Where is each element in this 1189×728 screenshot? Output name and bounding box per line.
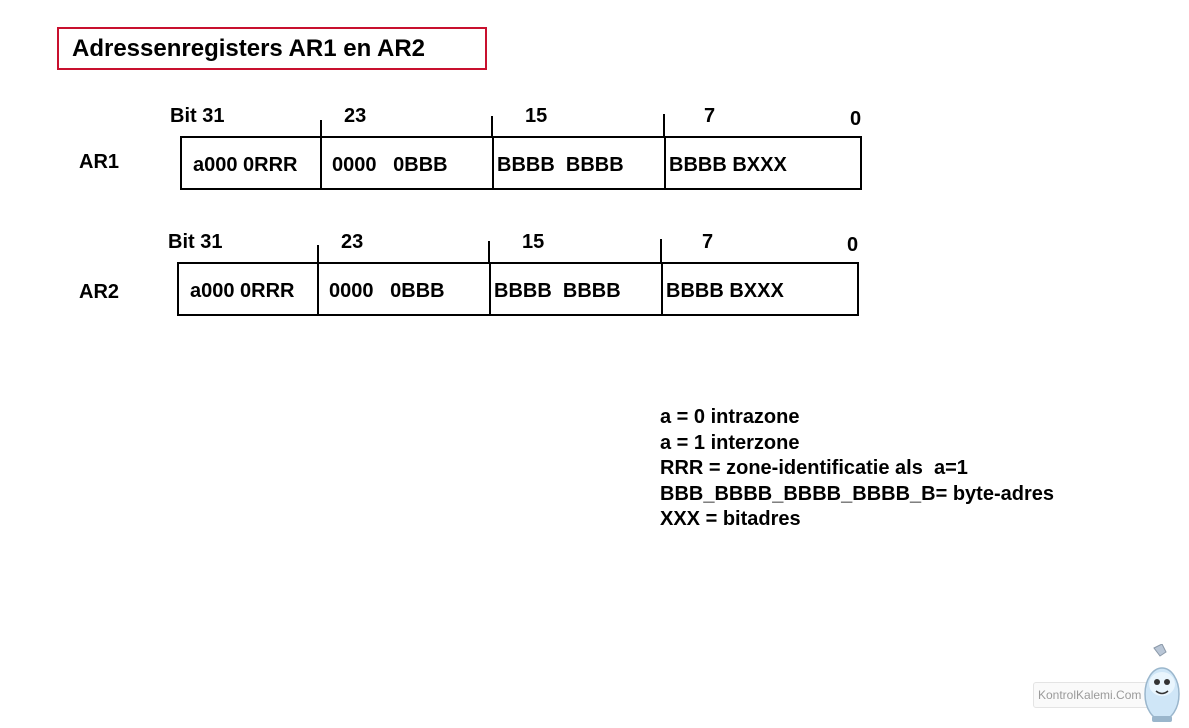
bit-label-15: 15 xyxy=(522,231,545,253)
field-divider xyxy=(317,264,319,314)
bit-label-15: 15 xyxy=(525,105,548,127)
field-divider xyxy=(661,264,663,314)
field-divider xyxy=(492,138,494,188)
bit-tick xyxy=(317,245,319,264)
bit-label-31: Bit 31 xyxy=(168,231,223,253)
legend-item: RRR = zone-identificatie als a=1 xyxy=(660,457,968,479)
bit-tick xyxy=(320,120,322,138)
watermark: KontrolKalemi.Com xyxy=(1033,682,1151,708)
legend-item: a = 1 interzone xyxy=(660,431,800,454)
register-box: a000 0RRR 0000 0BBB BBBB BBBB BBBB BXXX xyxy=(180,136,862,190)
field-byte-3: a000 0RRR xyxy=(190,280,295,302)
field-byte-1: BBBB BBBB xyxy=(494,280,621,302)
register-box: a000 0RRR 0000 0BBB BBBB BBBB BBBB BXXX xyxy=(177,262,859,316)
bit-label-7: 7 xyxy=(702,231,714,253)
legend-item: a = 0 intrazone xyxy=(660,406,800,428)
bit-label-23: 23 xyxy=(344,105,367,127)
page-title: Adressenregisters AR1 en AR2 xyxy=(57,27,487,70)
field-byte-0: BBBB BXXX xyxy=(666,280,784,302)
bit-tick xyxy=(488,241,490,264)
field-divider xyxy=(320,138,322,188)
field-byte-2: 0000 0BBB xyxy=(332,154,448,176)
field-byte-1: BBBB BBBB xyxy=(497,154,624,176)
bit-label-23: 23 xyxy=(341,231,364,253)
legend-item: XXX = bitadres xyxy=(660,508,801,530)
field-divider xyxy=(664,138,666,188)
bit-label-7: 7 xyxy=(704,105,716,127)
bit-label-0: 0 xyxy=(850,108,862,130)
field-byte-3: a000 0RRR xyxy=(193,154,298,176)
bit-label-31: Bit 31 xyxy=(170,105,225,127)
field-divider xyxy=(489,264,491,314)
bit-tick xyxy=(491,116,493,138)
bit-label-0: 0 xyxy=(847,234,859,256)
legend-item: BBB_BBBB_BBBB_BBBB_B= byte-adres xyxy=(660,482,1054,505)
bit-tick xyxy=(660,239,662,264)
legend: a = 0 intrazone a = 1 interzone RRR = zo… xyxy=(660,405,1054,533)
bit-tick xyxy=(663,114,665,138)
field-byte-0: BBBB BXXX xyxy=(669,154,787,176)
mascot-icon xyxy=(1144,644,1180,722)
field-byte-2: 0000 0BBB xyxy=(329,280,445,302)
register-name: AR1 xyxy=(79,151,120,173)
register-name: AR2 xyxy=(79,281,120,303)
